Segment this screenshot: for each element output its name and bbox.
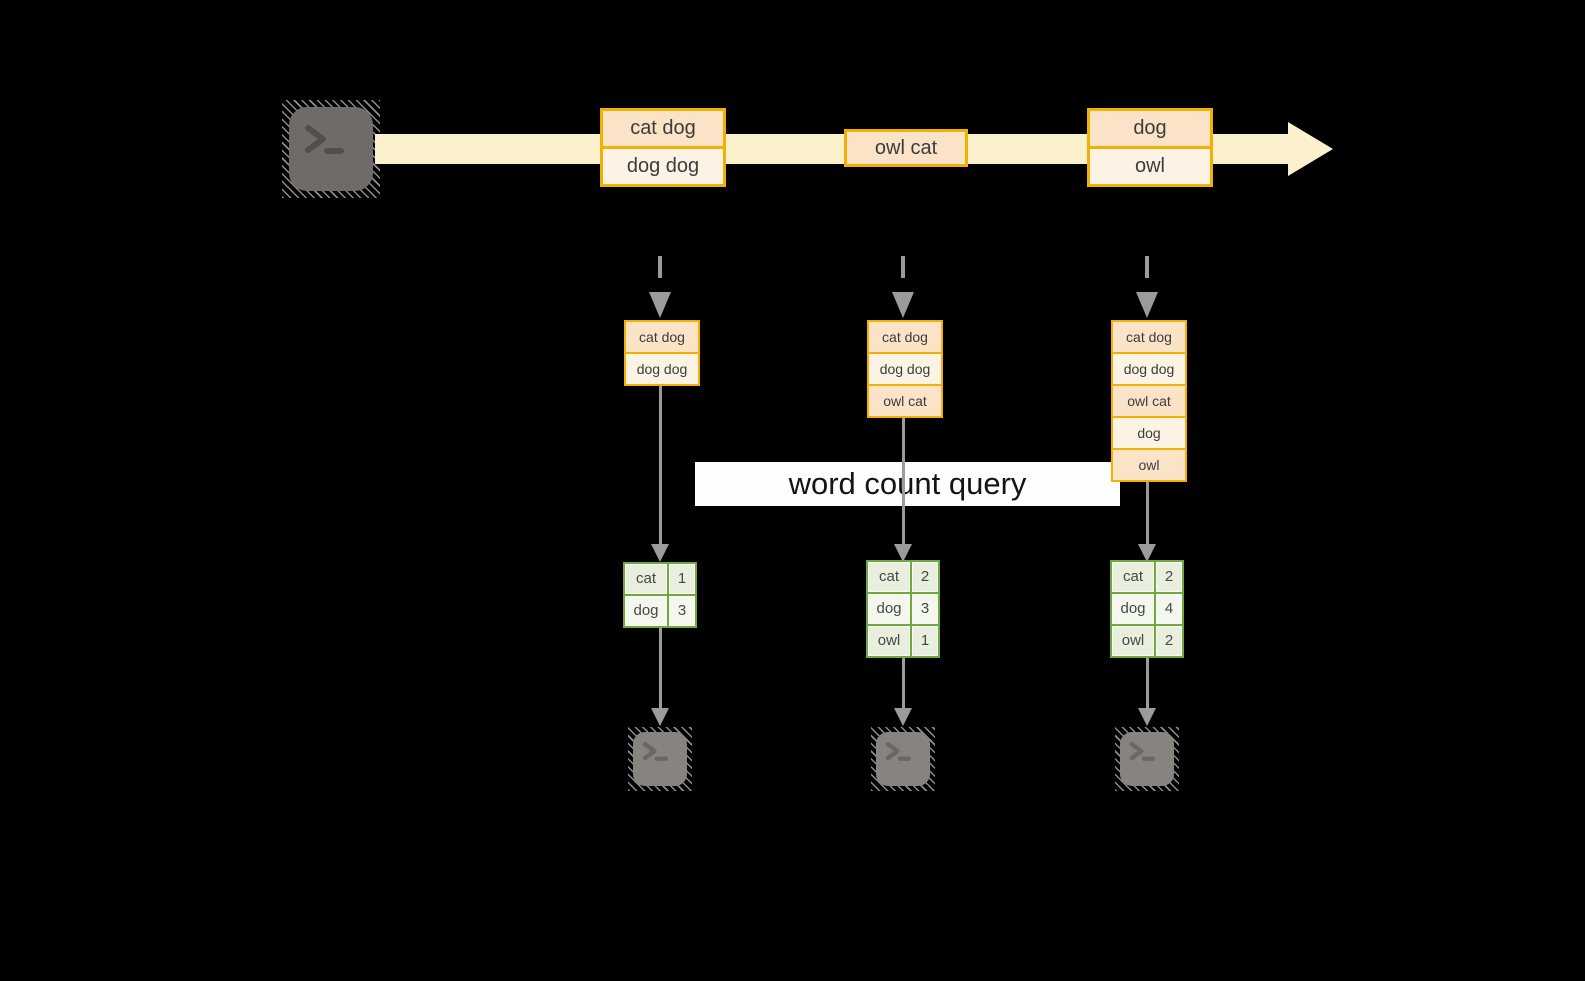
count-cell: 1 [669, 564, 695, 594]
dashed-arrowhead [892, 292, 914, 318]
terminal-icon [628, 727, 692, 791]
state-record: owl [1113, 450, 1185, 480]
arrowhead [651, 544, 669, 562]
stream-event: dog [1090, 111, 1210, 146]
arrow-line [1146, 658, 1149, 708]
table-row: cat 2 [1112, 562, 1182, 592]
count-cell: 2 [912, 562, 938, 592]
stream-event: owl cat [847, 132, 965, 164]
word-cell: dog [868, 594, 910, 624]
word-cell: cat [1112, 562, 1154, 592]
arrowhead [651, 708, 669, 726]
stream-event-box: owl cat [844, 129, 968, 167]
stream-event: dog dog [603, 149, 723, 184]
terminal-window [633, 732, 687, 786]
dashed-arrowhead [649, 292, 671, 318]
dashed-arrow-line [901, 256, 905, 292]
arrow-line [902, 658, 905, 708]
stream-arrowhead [1288, 122, 1333, 176]
state-record: cat dog [626, 322, 698, 352]
count-table: cat 2 dog 4 owl 2 [1110, 560, 1184, 658]
state-record: dog [1113, 418, 1185, 448]
terminal-icon [871, 727, 935, 791]
dashed-arrow-line [658, 256, 662, 292]
count-table: cat 1 dog 3 [623, 562, 697, 628]
terminal-prompt-icon [305, 125, 344, 154]
query-label: word count query [695, 462, 1120, 506]
count-table: cat 2 dog 3 owl 1 [866, 560, 940, 658]
word-cell: cat [625, 564, 667, 594]
terminal-prompt-icon [885, 741, 911, 761]
arrow-line [1146, 482, 1149, 544]
table-row: cat 2 [868, 562, 938, 592]
arrow-line [659, 386, 662, 544]
state-box: cat dog dog dog owl cat [867, 320, 943, 418]
state-record: cat dog [1113, 322, 1185, 352]
state-box: cat dog dog dog owl cat dog owl [1111, 320, 1187, 482]
stream-event: owl [1090, 149, 1210, 184]
terminal-icon [1115, 727, 1179, 791]
terminal-prompt-icon [642, 741, 668, 761]
table-row: owl 2 [1112, 626, 1182, 656]
count-cell: 1 [912, 626, 938, 656]
count-cell: 4 [1156, 594, 1182, 624]
state-record: cat dog [869, 322, 941, 352]
state-box: cat dog dog dog [624, 320, 700, 386]
arrowhead [1138, 544, 1156, 562]
count-cell: 2 [1156, 562, 1182, 592]
arrowhead [1138, 708, 1156, 726]
terminal-window [1120, 732, 1174, 786]
terminal-window [289, 107, 373, 191]
arrowhead [894, 708, 912, 726]
stream-event-box: cat dog dog dog [600, 108, 726, 187]
state-record: dog dog [1113, 354, 1185, 384]
word-cell: owl [1112, 626, 1154, 656]
dashed-arrowhead [1136, 292, 1158, 318]
terminal-prompt-icon [1129, 741, 1155, 761]
state-record: dog dog [869, 354, 941, 384]
word-cell: cat [868, 562, 910, 592]
terminal-icon [282, 100, 380, 198]
state-record: owl cat [869, 386, 941, 416]
arrow-line [659, 628, 662, 708]
terminal-window [876, 732, 930, 786]
count-cell: 2 [1156, 626, 1182, 656]
table-row: cat 1 [625, 564, 695, 594]
stream-event: cat dog [603, 111, 723, 146]
count-cell: 3 [669, 596, 695, 626]
state-record: owl cat [1113, 386, 1185, 416]
count-cell: 3 [912, 594, 938, 624]
table-row: dog 4 [1112, 594, 1182, 624]
stream-event-box: dog owl [1087, 108, 1213, 187]
word-cell: owl [868, 626, 910, 656]
table-row: dog 3 [625, 596, 695, 626]
table-row: dog 3 [868, 594, 938, 624]
word-cell: dog [625, 596, 667, 626]
arrow-line [902, 418, 905, 544]
state-record: dog dog [626, 354, 698, 384]
table-row: owl 1 [868, 626, 938, 656]
dashed-arrow-line [1145, 256, 1149, 292]
arrowhead [894, 544, 912, 562]
word-cell: dog [1112, 594, 1154, 624]
